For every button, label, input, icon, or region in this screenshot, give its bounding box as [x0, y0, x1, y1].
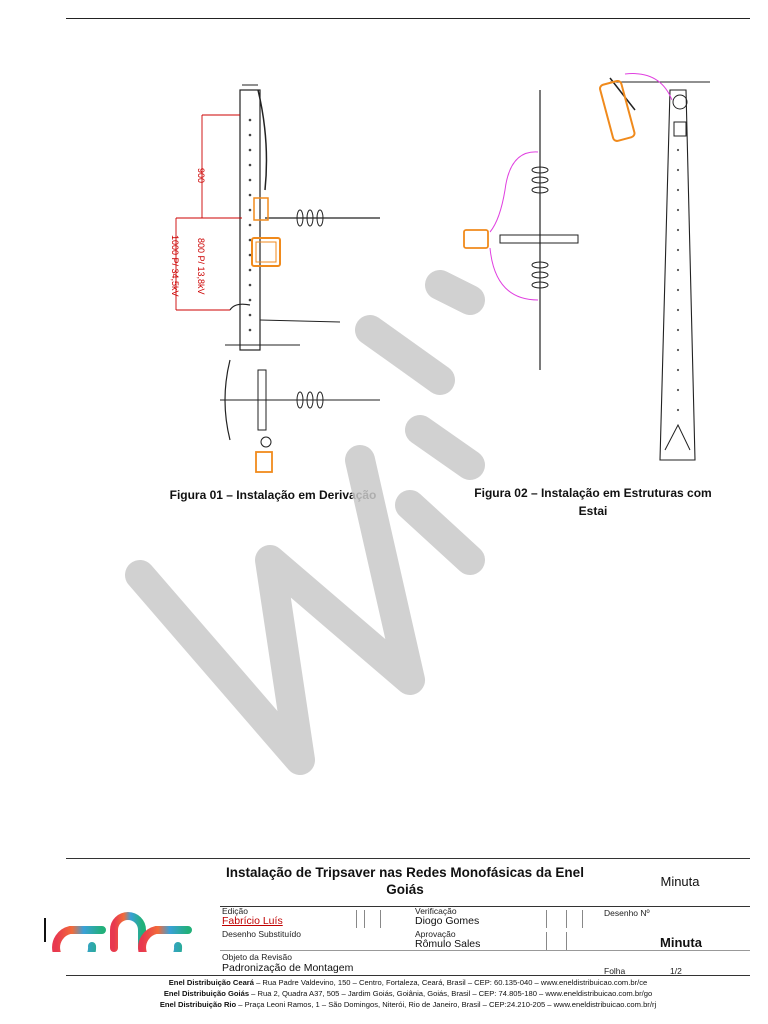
footer-company-goias: Enel Distribuição Goiás: [163, 989, 250, 998]
drawing-title: Instalação de Tripsaver nas Redes Monofá…: [226, 865, 584, 897]
aprovacao-label: Aprovação: [415, 929, 456, 939]
footer-company-ceara: Enel Distribuição Ceará: [168, 978, 254, 987]
objeto-revisao-label: Objeto da Revisão: [222, 952, 292, 962]
verificacao-divider-2: [566, 910, 567, 928]
figure-01-caption: Figura 01 – Instalação em Derivação: [169, 488, 377, 502]
footer-address-goias-text: – Rua 2, Quadra A37, 505 – Jardim Goiás,…: [249, 989, 653, 998]
aprovacao-value: Rômulo Sales: [415, 938, 481, 950]
footer-address-goias: Enel Distribuição Goiás – Rua 2, Quadra …: [66, 988, 750, 999]
dim-800-label: 800 P/ 13,8kV: [196, 238, 206, 295]
aprovacao-divider-2: [566, 932, 567, 950]
folha-value: 1/2: [670, 966, 682, 976]
enel-logo: [44, 890, 212, 952]
footer-address-rio: Enel Distribuição Rio – Praça Leoni Ramo…: [66, 999, 750, 1010]
edicao-value: Fabrício Luís: [222, 915, 283, 927]
footer-address-rio-text: – Praça Leoni Ramos, 1 – São Domingos, N…: [236, 1000, 657, 1009]
objeto-revisao-value: Padronização de Montagem: [222, 962, 354, 974]
top-rule: [66, 18, 750, 19]
title-block-mid-rule: [220, 906, 750, 907]
title-block-sep-rule: [220, 950, 600, 951]
verificacao-divider-3: [582, 910, 583, 928]
edicao-label: Edição: [222, 906, 248, 916]
status-minuta-top: Minuta: [660, 874, 700, 889]
desenho-substituido-label: Desenho Substituído: [222, 929, 301, 939]
title-block-bottom-rule: [66, 975, 750, 976]
edicao-divider-3: [380, 910, 381, 928]
verificacao-value: Diogo Gomes: [415, 915, 480, 927]
footer-address-ceara-text: – Rua Padre Valdevino, 150 – Centro, For…: [253, 978, 648, 987]
figure-01-drawing: 900 1000 P/ 34,5kV 800 P/ 13,8kV: [170, 84, 380, 473]
footer-address-ceara: Enel Distribuição Ceará – Rua Padre Vald…: [66, 977, 750, 988]
edicao-divider-2: [364, 910, 365, 928]
dim-1000-label: 1000 P/ 34,5kV: [170, 235, 180, 297]
title-block-top-rule: [66, 858, 750, 859]
figure-02-caption: Figura 02 – Instalação em Estruturas com…: [474, 486, 712, 518]
desenho-no-value: Minuta: [660, 935, 702, 950]
verificacao-label: Verificação: [415, 906, 457, 916]
title-block-right-rule: [600, 950, 750, 951]
edicao-divider-1: [356, 910, 357, 928]
desenho-no-label: Desenho Nº: [604, 908, 650, 918]
figure-02-drawing: [463, 73, 710, 461]
footer-company-rio: Enel Distribuição Rio: [159, 1000, 237, 1009]
aprovacao-divider-1: [546, 932, 547, 950]
dim-900-label: 900: [196, 168, 206, 183]
verificacao-divider-1: [546, 910, 547, 928]
folha-label: Folha: [604, 966, 626, 976]
